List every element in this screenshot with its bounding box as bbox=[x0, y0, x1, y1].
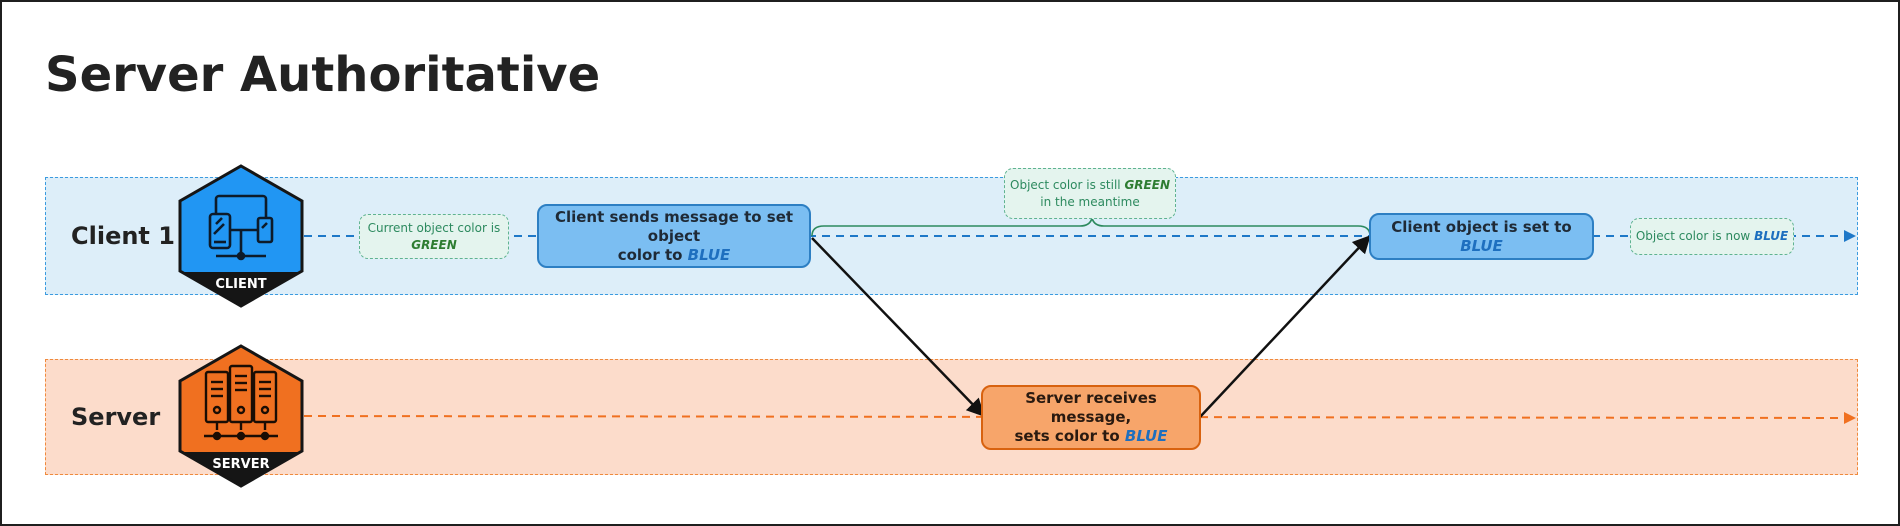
note-still-prefix: Object color is still bbox=[1010, 177, 1125, 192]
server-badge-label: SERVER bbox=[212, 457, 269, 472]
step-client-set-color-word: BLUE bbox=[1460, 236, 1503, 255]
client-badge-label: CLIENT bbox=[215, 277, 266, 292]
step-server-receive-color-word: BLUE bbox=[1124, 427, 1168, 445]
note-now-color: Object color is now BLUE bbox=[1630, 218, 1794, 255]
server-lane-label: Server bbox=[71, 403, 161, 431]
client-lane-label: Client 1 bbox=[71, 222, 175, 250]
note-still-color: Object color is still GREEN in the meant… bbox=[1004, 168, 1176, 219]
reply-arrow bbox=[1199, 235, 1371, 418]
note-still-line2: in the meantime bbox=[1040, 194, 1140, 209]
note-now-color-word: BLUE bbox=[1754, 229, 1789, 243]
step-client-send: Client sends message to set object color… bbox=[537, 204, 811, 268]
step-client-send-color-word: BLUE bbox=[687, 245, 731, 264]
step-server-receive-line1: Server receives message, bbox=[1025, 389, 1157, 426]
step-server-receive-line2: sets color to bbox=[1014, 427, 1125, 445]
client-badge: CLIENT bbox=[178, 164, 304, 308]
wait-brace bbox=[811, 217, 1371, 237]
server-rack-icon bbox=[204, 364, 278, 441]
devices-icon bbox=[208, 194, 274, 261]
step-client-set-text: Client object is set to bbox=[1391, 217, 1572, 236]
note-current-color: Current object color is GREEN bbox=[359, 214, 509, 259]
step-client-send-line2: color to bbox=[617, 245, 688, 264]
step-server-receive: Server receives message, sets color to B… bbox=[981, 385, 1201, 450]
note-still-color-word: GREEN bbox=[1124, 177, 1170, 192]
note-current-color-word: GREEN bbox=[411, 237, 457, 252]
step-client-send-line1: Client sends message to set object bbox=[554, 207, 794, 245]
step-client-set: Client object is set to BLUE bbox=[1369, 213, 1594, 260]
note-current-text: Current object color is bbox=[367, 220, 501, 235]
note-now-prefix: Object color is now bbox=[1635, 229, 1755, 243]
page-title: Server Authoritative bbox=[45, 47, 601, 103]
server-badge: SERVER bbox=[178, 344, 304, 488]
send-arrow bbox=[811, 237, 985, 417]
